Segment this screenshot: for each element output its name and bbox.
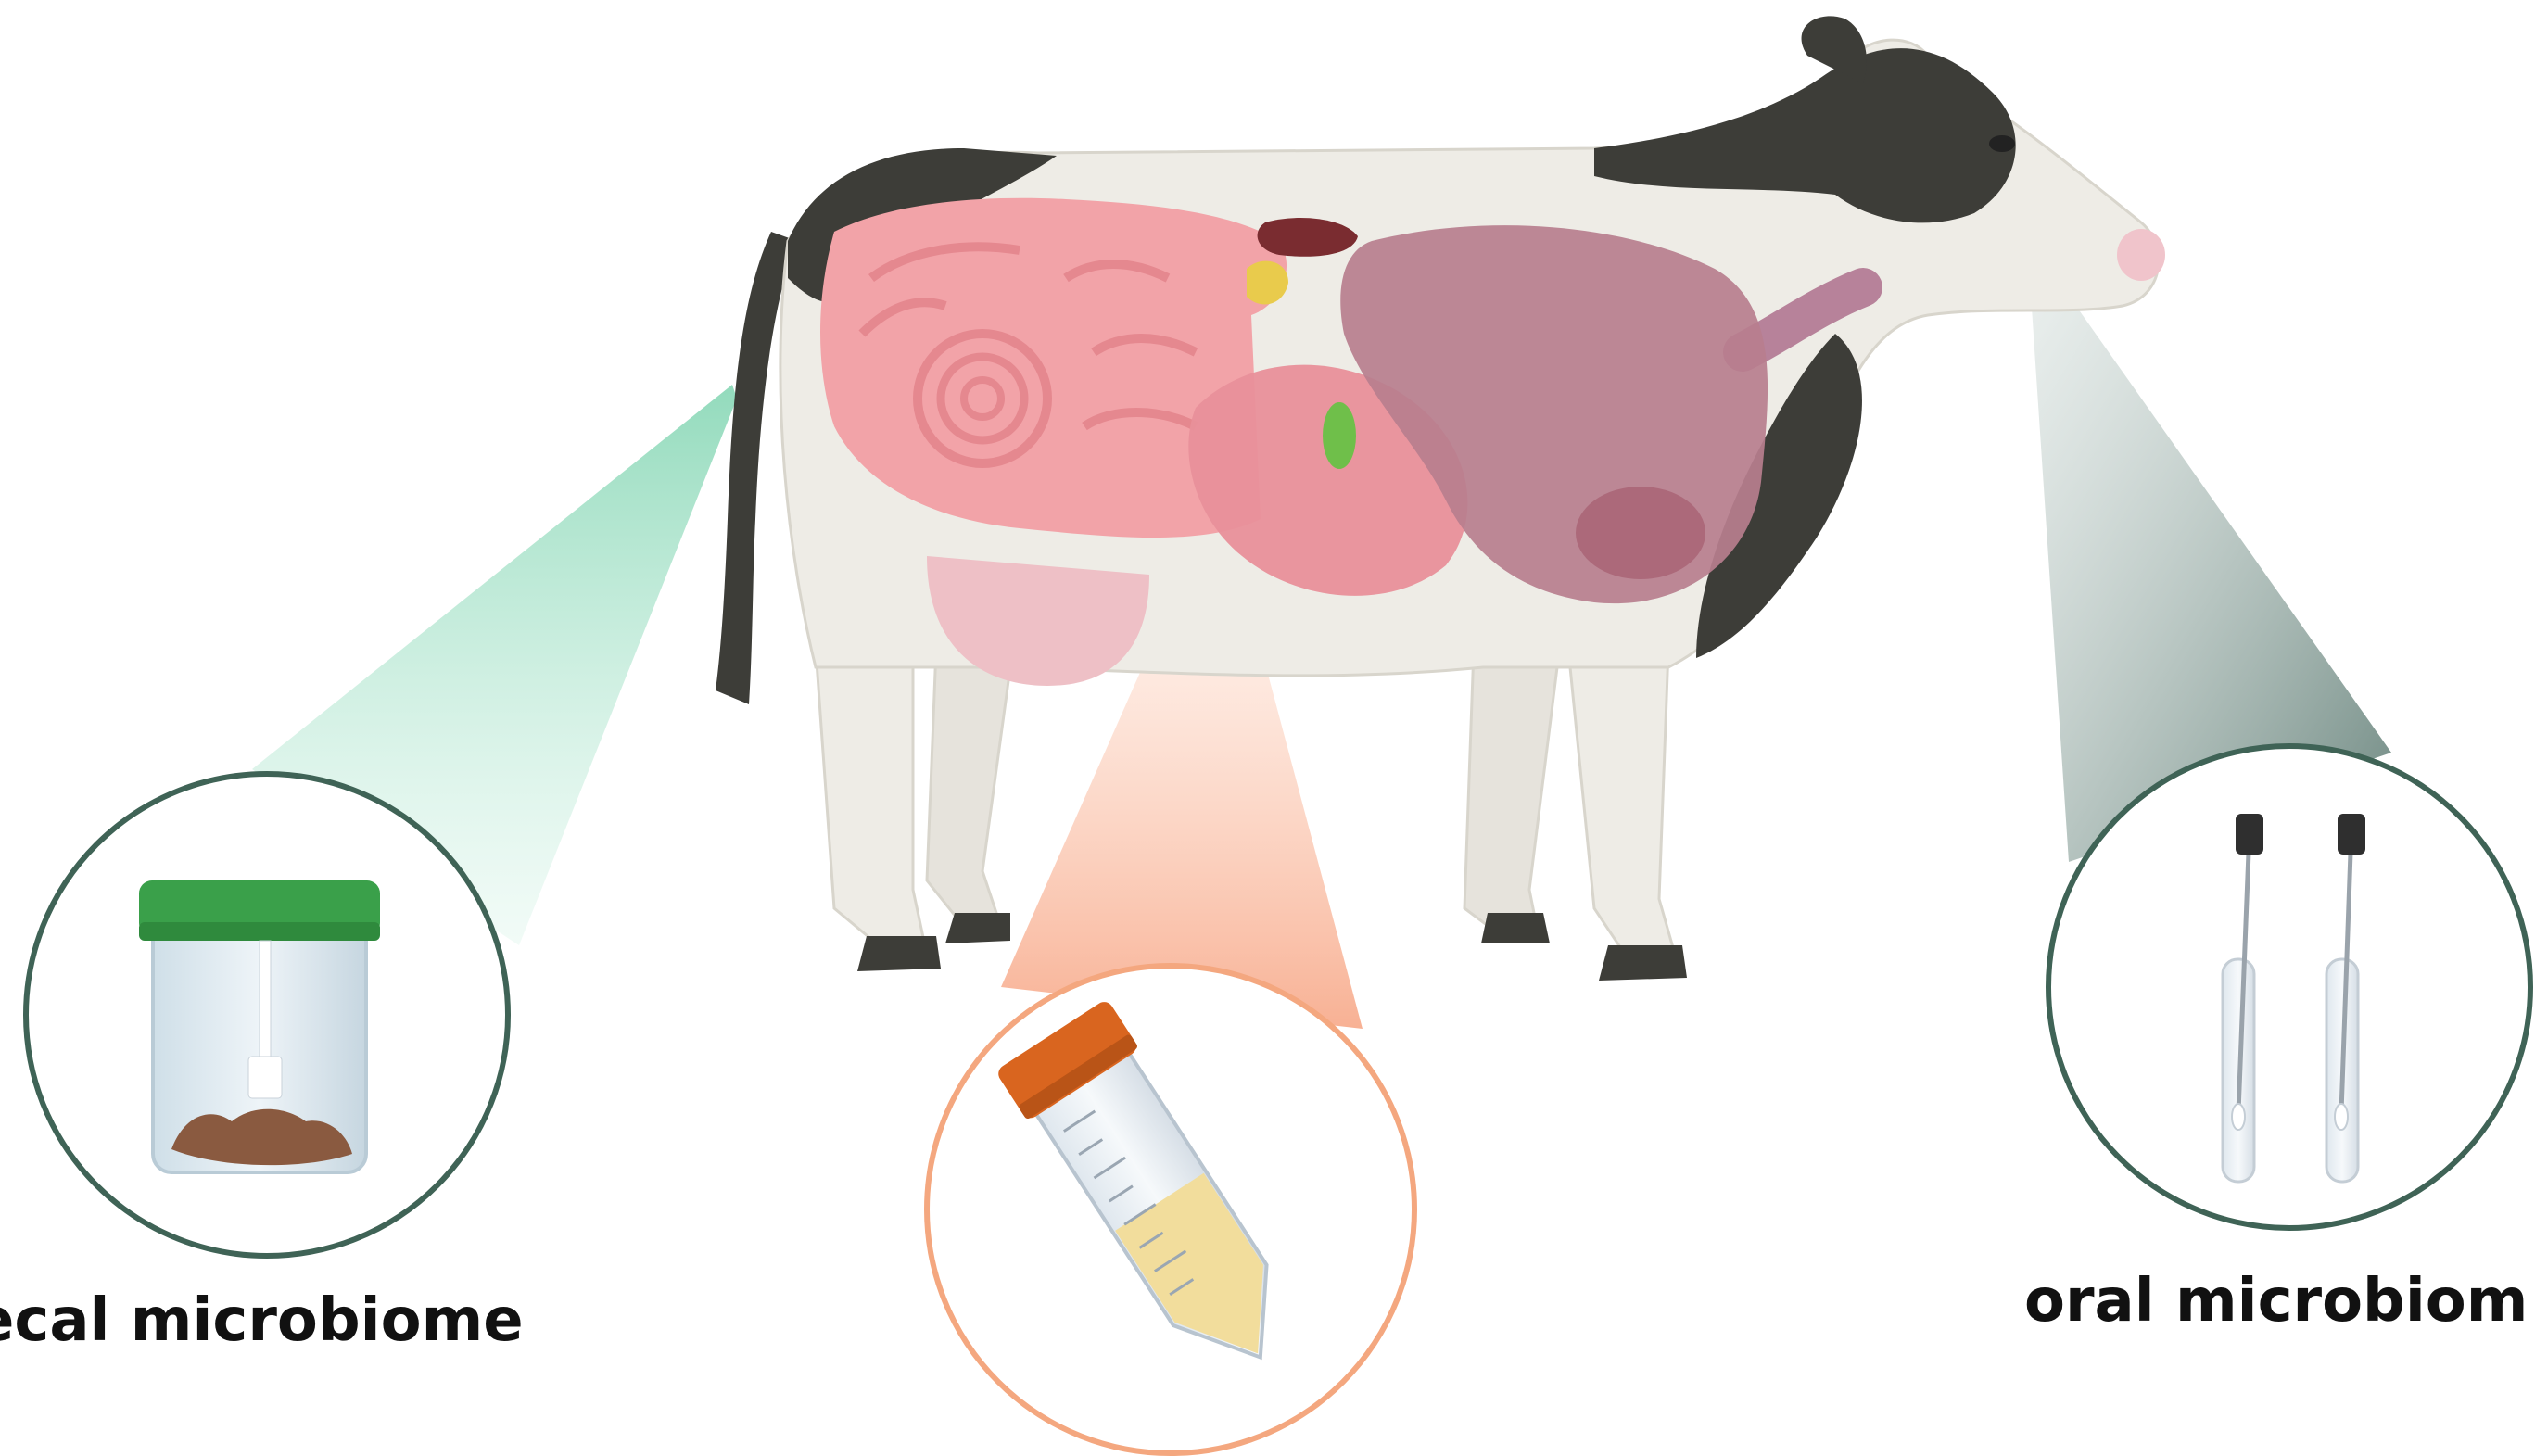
cow-hind-leg-front <box>927 649 1010 927</box>
cow-nose <box>2117 229 2165 281</box>
oral-microbiome-label: oral microbiom <box>2024 1272 2528 1331</box>
oral-sample-circle <box>2048 746 2530 1228</box>
fecal-microbiome-label: ecal microbiome <box>0 1291 524 1350</box>
hoof-4 <box>1599 945 1687 981</box>
oral-sample-callout <box>2048 746 2530 1228</box>
cow-front-leg-front <box>1566 630 1678 964</box>
hoof-2 <box>945 913 1010 943</box>
reticulum <box>1576 487 1705 579</box>
fecal-sample-callout <box>26 774 508 1256</box>
spleen <box>1323 402 1356 469</box>
cow-illustration <box>716 16 2165 981</box>
specimen-jar-icon <box>139 880 380 1172</box>
rumen-sample-callout <box>927 966 1414 1453</box>
hoof-3 <box>1481 913 1550 943</box>
hoof-1 <box>857 936 941 971</box>
cow-eye <box>1989 135 2015 152</box>
cow-front-leg-back <box>1464 649 1557 936</box>
cow-hind-leg-back <box>816 649 927 955</box>
